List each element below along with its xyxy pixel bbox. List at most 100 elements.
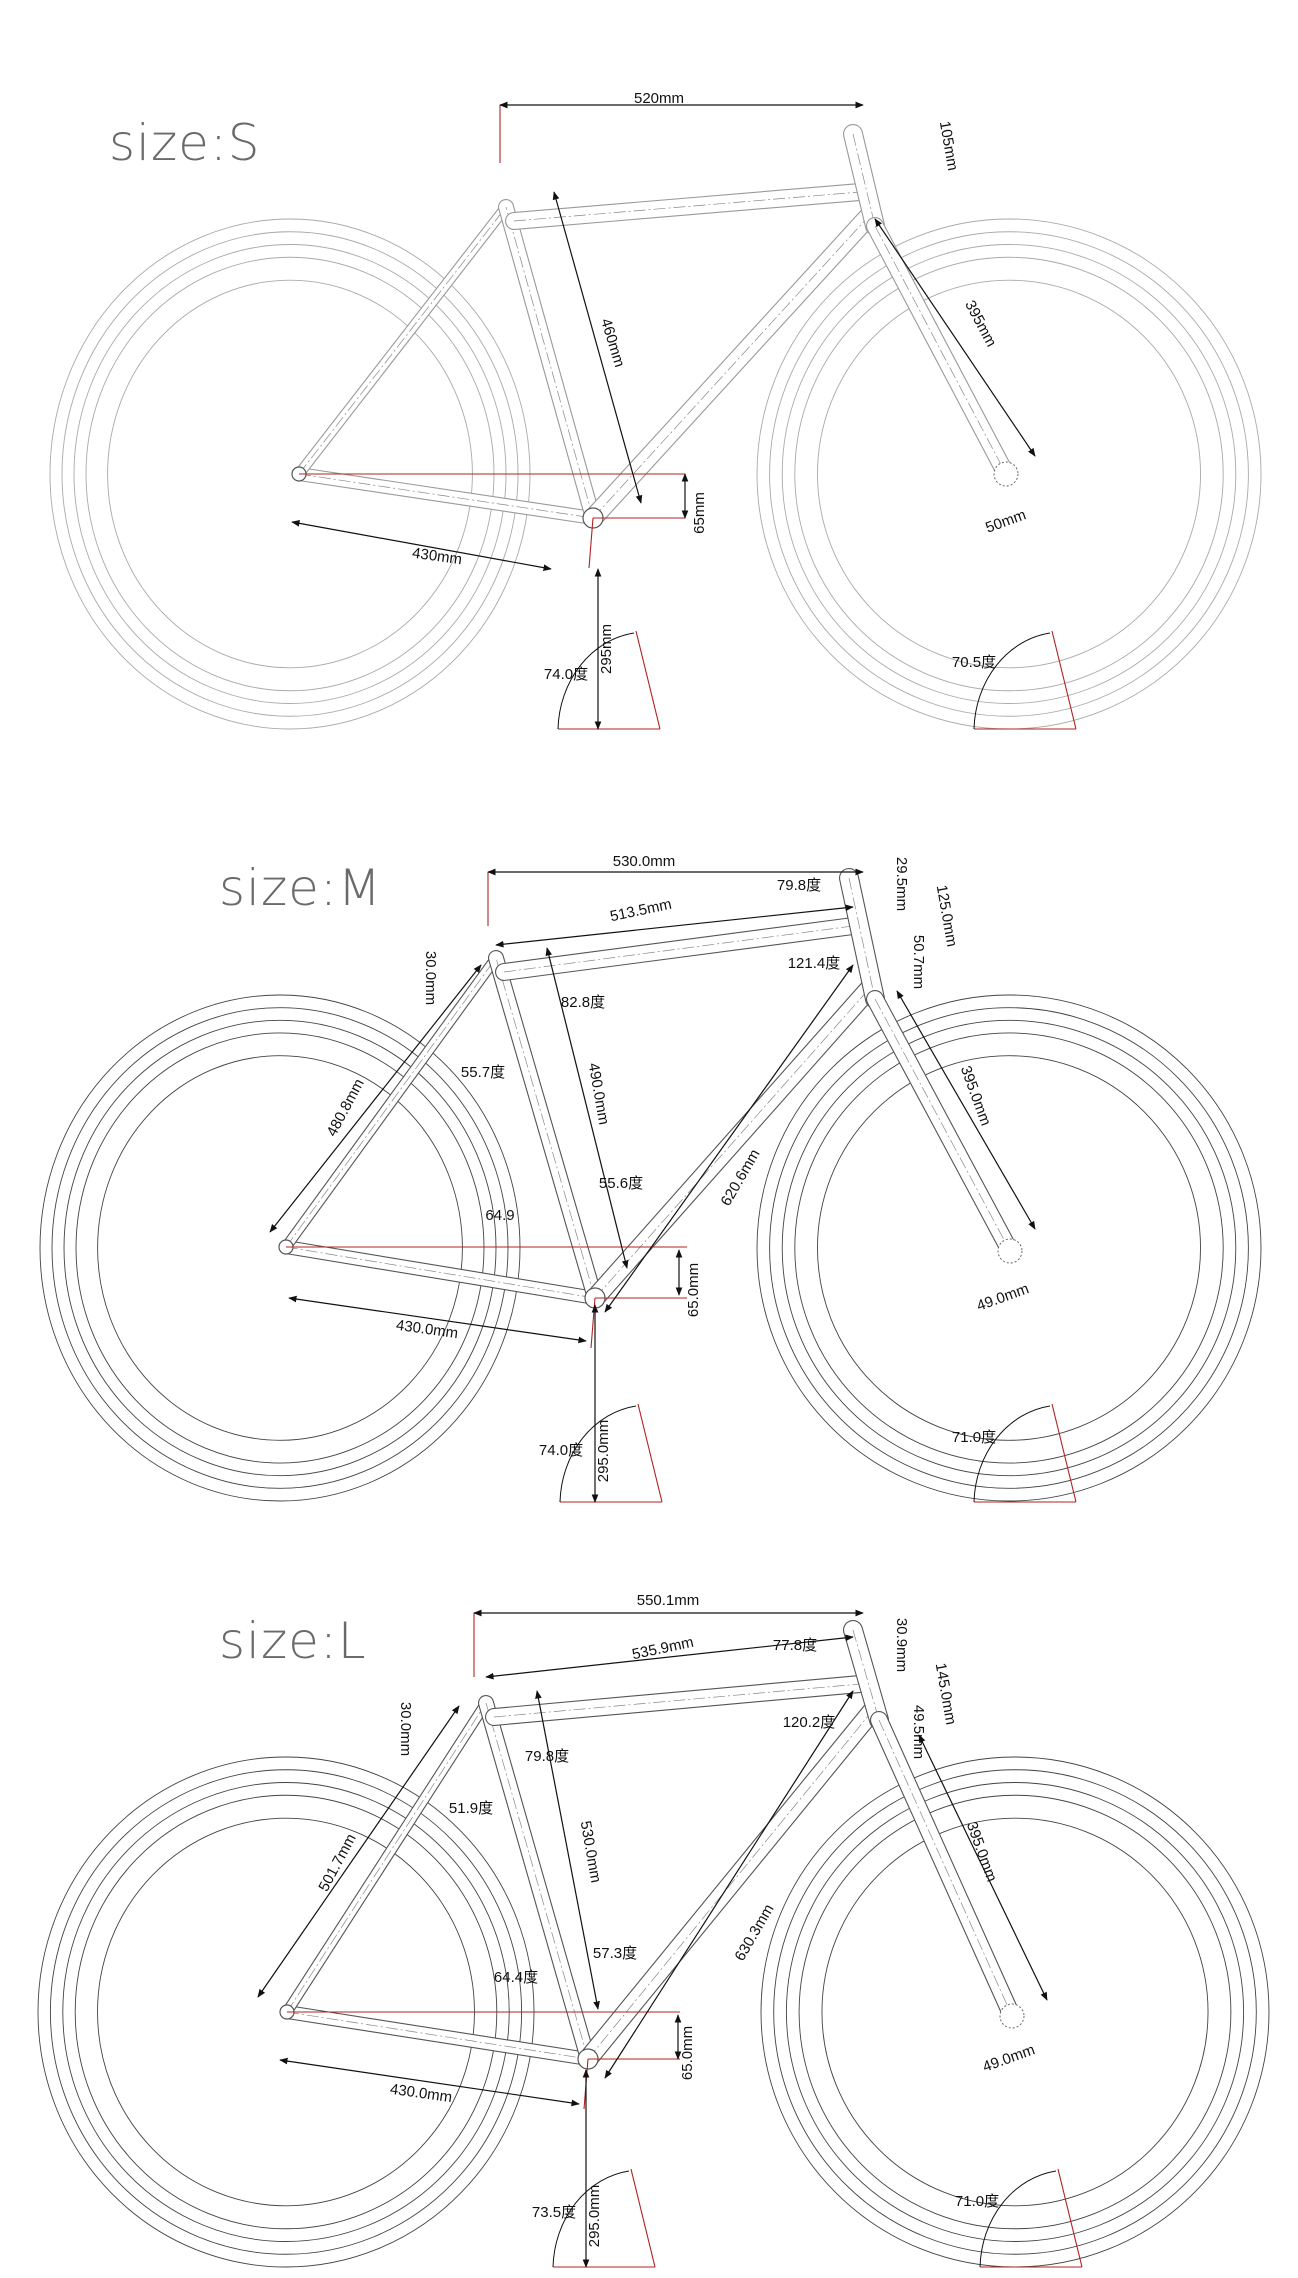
dimension-line [552,191,643,504]
head-angle-marker [973,1403,1077,1503]
down-tube [578,1700,883,2069]
dimension-label: 29.5mm [893,857,910,911]
dimension-label: 50.7mm [910,935,927,989]
dimension-line [535,1690,600,2010]
dimension-label: 395mm [961,298,999,350]
angle-line [630,2168,656,2268]
dimension-label: 30.9mm [893,1618,910,1672]
dimension-line [257,1705,460,1998]
chainstay-centerline [298,473,594,519]
head-tube [843,124,885,236]
front-hub [993,461,1019,487]
seatstay [280,952,502,1253]
head-angle-marker [973,630,1077,730]
dimension-label: 550.1mm [637,1592,700,1609]
dimension-label: 630.3mm [732,1901,778,1964]
dimension-label: 64.4度 [494,1969,538,1986]
dimension-label: 530.0mm [613,853,676,870]
dimension-lines [291,101,1036,730]
dimension-line [874,218,1036,457]
dimension-label: 145.0mm [932,1662,960,1727]
dimension-label: 395.0mm [963,1820,1000,1885]
dimension-label: 74.0度 [544,666,588,683]
dimension-label: 74.0度 [539,1442,583,1459]
dimension-label: 30.0mm [422,951,439,1005]
head-tube [839,868,885,1009]
dimension-label: 50mm [983,506,1028,536]
dimension-label: 79.8度 [525,1748,569,1765]
seat-angle-marker [559,1403,663,1503]
dimension-line [495,904,854,948]
angle-arc [979,2170,1057,2268]
head-tube-centerline [852,133,876,227]
dimension-label: 395.0mm [957,1064,994,1129]
dimension-label: 73.5度 [532,2204,576,2221]
size-title: size:L [219,1612,367,1670]
dimension-label: 513.5mm [609,896,674,926]
seat-tube-centerline [495,957,596,1299]
dimension-label: 530.0mm [577,1820,605,1885]
dimension-label: 520mm [634,90,684,107]
dimension-label: 57.3度 [593,1945,637,1962]
dimension-label: 49.0mm [980,2041,1037,2076]
down-tube [583,206,879,528]
dimension-line [291,520,552,571]
dimension-line [288,1295,587,1344]
dimension-label: 430mm [411,545,463,569]
down-tube-centerline [594,988,870,1299]
angle-line [637,1403,663,1503]
size-title: size:S [109,114,261,172]
seat-tube [498,199,601,526]
top-tube-centerline [513,191,861,222]
dimension-label: 295.0mm [586,2185,603,2248]
chainstay-centerline [286,2011,589,2060]
dimension-line [269,964,482,1233]
angle-line [1051,1403,1077,1503]
dimension-label: 79.8度 [777,877,821,894]
angle-arc [973,632,1051,730]
dimension-line [918,1734,1048,2001]
top-tube-centerline [503,925,854,973]
seatstay [281,1697,492,2018]
fork-centerline [874,998,1011,1252]
dimension-label: 535.9mm [631,1634,696,1664]
dimension-label: 125.0mm [933,884,961,949]
chainstay [279,1240,602,1305]
chainstay [280,2005,595,2066]
dimension-label: 71.0度 [955,2193,999,2210]
dimension-label: 121.4度 [788,955,841,972]
dimension-label: 120.2度 [783,1714,836,1731]
angle-line [1051,630,1077,730]
bike-panel-m: size:M 530.0mm 79.8度 29.5mm 125.0mm 513.5mm 30… [39,853,1262,1503]
dimension-line [604,1690,854,2079]
angle-arc [552,2170,630,2268]
size-title: size:M [219,859,382,917]
seat-angle-marker [552,2168,656,2268]
head-angle-marker [979,2168,1083,2268]
top-tube [485,1675,869,1726]
seatstay-centerline [298,206,507,475]
dimension-label: 77.8度 [773,1637,817,1654]
dimension-label: 70.5度 [952,654,996,671]
top-tube [505,183,869,230]
seat-angle-marker [557,630,661,730]
seat-tube-centerline [505,206,594,519]
fork [866,990,1019,1260]
dimension-label: 64.9 [485,1207,514,1224]
head-tube-centerline [848,877,876,1000]
angle-line [635,630,661,730]
dimension-label: 71.0度 [952,1429,996,1446]
dimension-label: 51.9度 [449,1800,493,1817]
chainstay-centerline [285,1246,596,1299]
dimension-label: 295mm [598,624,615,674]
dimension-label: 65.0mm [685,1263,702,1317]
dimension-label: 55.6度 [599,1175,643,1192]
seatstay [293,201,512,480]
dimension-line [485,1634,854,1680]
head-tube-centerline [852,1629,880,1721]
dimension-label: 49.0mm [974,1280,1031,1315]
dimension-label: 49.5mm [910,1705,927,1759]
